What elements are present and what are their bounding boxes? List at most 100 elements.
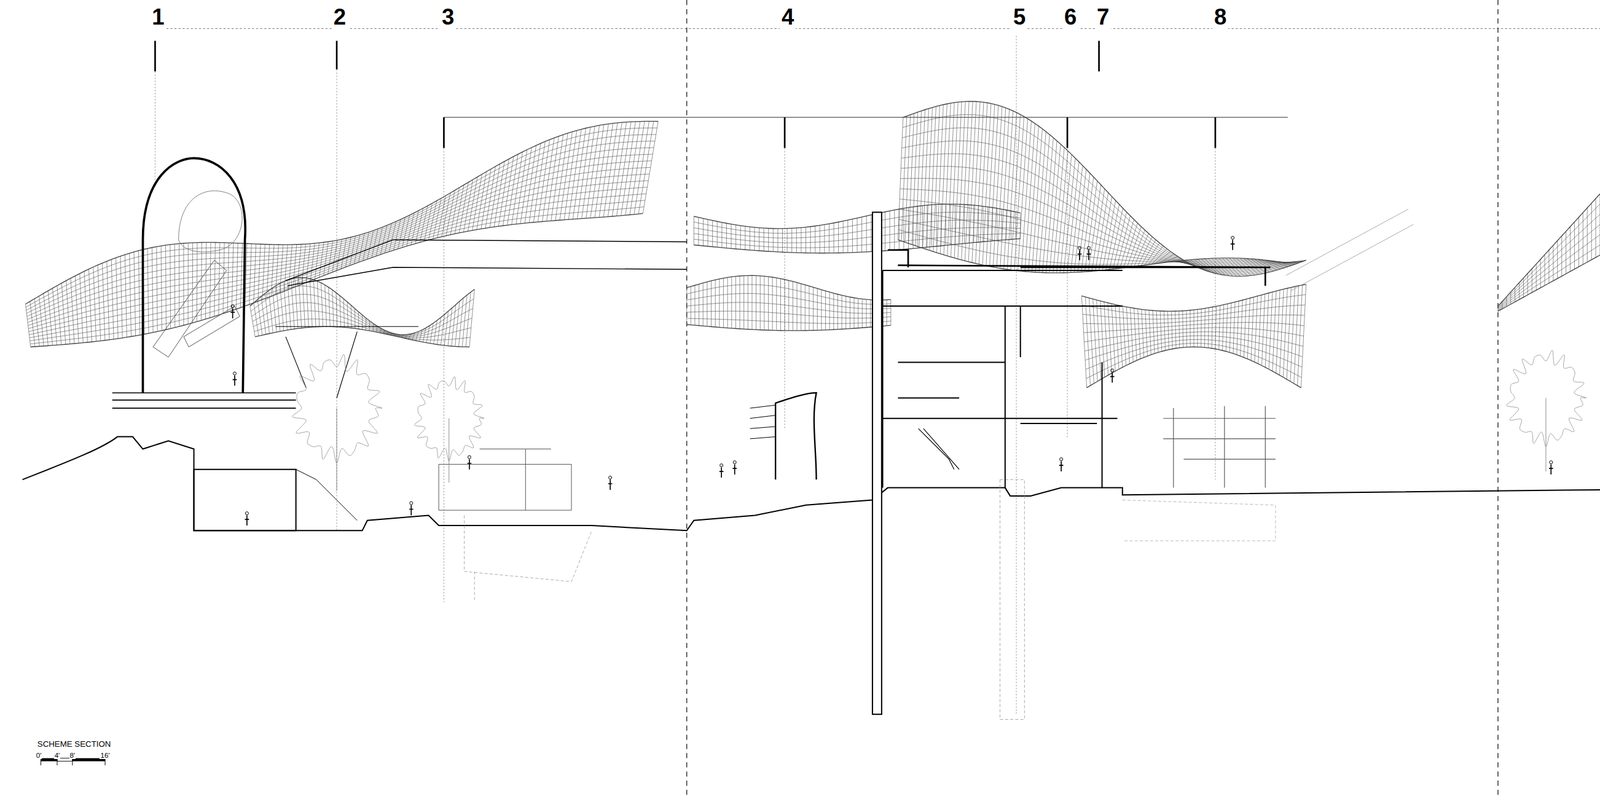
scale-label: 0' (35, 750, 43, 759)
mesh-line (917, 206, 918, 249)
mesh-line (814, 226, 816, 254)
callout-number-holder: 4 (779, 4, 796, 30)
mesh-line (898, 219, 1290, 263)
person-figure (232, 375, 238, 386)
structures (22, 157, 1600, 765)
person-figure (231, 304, 235, 308)
scale-label-holder: 8' (69, 749, 77, 761)
mesh-line (898, 208, 900, 250)
leader-line (154, 71, 156, 184)
mesh-line (27, 147, 654, 316)
leader-line (443, 148, 445, 603)
mesh-line (1015, 211, 1017, 240)
leader-tick (1214, 117, 1217, 149)
person-figure (230, 307, 235, 319)
mesh-line (926, 205, 928, 248)
mesh-line (735, 224, 737, 249)
mesh-line (828, 223, 830, 254)
mesh-line (908, 207, 909, 249)
tree-trunk (448, 418, 450, 483)
leader-line (1016, 35, 1017, 714)
mesh-line (25, 127, 657, 308)
mesh-line (900, 166, 1298, 269)
mast (872, 211, 882, 714)
person-figure (232, 371, 236, 375)
platform-deck (112, 392, 297, 394)
mesh-line (857, 218, 858, 253)
match-line (686, 0, 687, 799)
callout-number: 3 (439, 4, 456, 30)
mesh-line (30, 213, 643, 347)
leader-tick (443, 117, 445, 149)
mesh-line (1086, 346, 1302, 388)
mesh-line (954, 203, 956, 245)
person-figure (1549, 460, 1553, 464)
bracket-line (443, 116, 1288, 118)
mesh-line (686, 302, 891, 314)
climbing-wall (775, 392, 816, 480)
person-figure (467, 455, 471, 459)
mesh-line (1019, 212, 1021, 239)
mesh-line (894, 210, 895, 251)
guide-lines (154, 0, 1600, 799)
mesh-line (1005, 210, 1007, 240)
person-figure (1059, 457, 1063, 461)
mesh-line (1086, 342, 1302, 379)
mesh-line (686, 324, 891, 331)
mesh-line (901, 153, 1300, 270)
mesh-line (931, 204, 933, 247)
mesh-line (27, 160, 652, 323)
beam-projection (1286, 208, 1414, 291)
mesh-line (823, 224, 825, 253)
person-figure (1077, 250, 1083, 261)
person-figure (1059, 460, 1064, 472)
mesh-line (913, 207, 914, 249)
callout-number-holder: 7 (1094, 4, 1111, 30)
mesh-line (26, 134, 657, 311)
platform-deck (112, 407, 297, 409)
callout-number: 2 (331, 4, 348, 30)
ground-line (22, 436, 1600, 531)
leader-tick (336, 40, 338, 69)
tower-oculus (178, 190, 243, 252)
mesh-line (30, 207, 644, 345)
person-figure (1110, 368, 1114, 372)
mesh-line (686, 284, 891, 305)
mesh-line (740, 225, 742, 250)
mesh-line (901, 127, 1303, 274)
person-figure (1230, 239, 1236, 251)
tree-trunk (336, 407, 338, 491)
mesh-line (772, 228, 774, 252)
leader-tick (1098, 40, 1100, 72)
pavilion (438, 449, 572, 511)
mesh-line (838, 221, 839, 253)
mesh-line (698, 217, 699, 246)
drawing-title-holder: SCHEME SECTION (36, 737, 112, 750)
bridge-beam (285, 239, 687, 286)
callout-number-holder: 3 (439, 4, 456, 30)
mesh-line (768, 228, 769, 252)
callout-number: 6 (1062, 4, 1079, 30)
mesh-line (922, 205, 923, 248)
tree (292, 354, 383, 463)
mesh-line (693, 211, 1020, 233)
tower-shell (143, 157, 246, 393)
person-figure (608, 479, 613, 490)
callout-number: 4 (779, 4, 796, 30)
mesh-line (1081, 284, 1306, 312)
person-figure (719, 466, 724, 478)
mesh-line (949, 203, 951, 245)
leader-line (1067, 148, 1068, 439)
mesh-line (1083, 314, 1305, 324)
mesh-line (707, 219, 709, 247)
mesh-line (1498, 214, 1600, 308)
mesh-line (693, 233, 1020, 248)
mesh-line (936, 204, 938, 247)
callout-number: 1 (149, 4, 166, 30)
underground-outline (464, 514, 593, 602)
mesh-line (978, 205, 979, 243)
mesh-line (843, 221, 844, 254)
mesh-line (250, 285, 474, 335)
person-figure (1110, 372, 1115, 383)
